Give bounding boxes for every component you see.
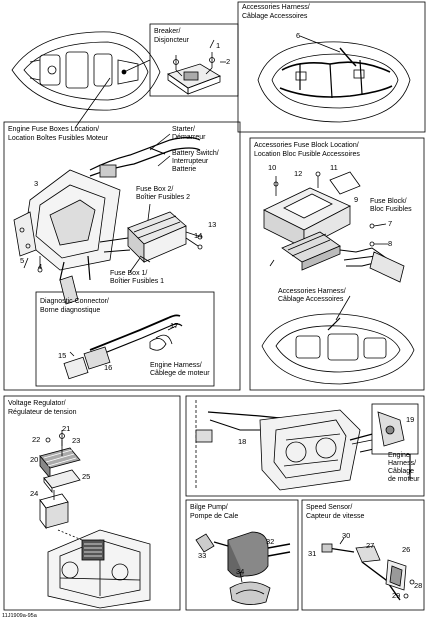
engine-harness-part <box>195 400 419 491</box>
leader-line <box>74 77 111 129</box>
engine-harness-text-3: Câblage <box>388 468 415 475</box>
callout: 32 <box>266 537 275 546</box>
voltage-regulator-part <box>39 430 81 530</box>
fuse-box-part <box>99 211 203 273</box>
callout: 2 <box>226 57 231 66</box>
speed-title: Speed Sensor/ <box>306 504 353 511</box>
fuse-block-label: Fuse Block/ <box>370 198 407 205</box>
engine-harness-text-2: Harness/ <box>388 460 417 467</box>
diagnostic-panel <box>35 291 215 387</box>
accessories-fuse-block-part <box>263 171 405 283</box>
callout: 28 <box>414 581 423 590</box>
callout: 23 <box>72 436 81 445</box>
callout: 30 <box>342 531 351 540</box>
callout: 1 <box>216 41 221 50</box>
callout: 17 <box>170 321 179 330</box>
engine-fuse-assembly <box>13 136 201 305</box>
callout: 5 <box>20 256 25 265</box>
bilge-title-fr: Pompe de Cale <box>190 513 239 520</box>
speed-sensor-part <box>321 537 415 601</box>
voltage-panel <box>3 395 181 611</box>
callout: 16 <box>104 363 113 372</box>
bilge-panel <box>185 499 299 611</box>
starter-label-fr: Démarreur <box>172 134 206 141</box>
figure-code: 11J1909a-95a <box>2 613 37 619</box>
callout: 31 <box>308 549 317 558</box>
engine-block-part <box>47 529 151 609</box>
leader-line <box>123 59 151 73</box>
acc-harness-label-fr: Câblage Accessoires <box>278 296 344 303</box>
callout: 11 <box>330 163 338 172</box>
engine-harness-text-1: Engine <box>388 452 410 459</box>
acc-harness-label: Accessories Harness/ <box>278 288 346 295</box>
callout: 26 <box>402 545 411 554</box>
diagnostic-title: Diagnostic Connector/ <box>40 298 109 305</box>
callout: 10 <box>268 163 277 172</box>
callout: 14 <box>194 231 203 240</box>
leader-line <box>139 133 171 263</box>
acc-fuse-title: Accessories Fuse Block Location/ <box>254 142 359 149</box>
callout: 8 <box>388 239 393 248</box>
callout: 21 <box>62 424 71 433</box>
engine-fuse-title: Engine Fuse Boxes Location/ <box>8 126 100 133</box>
engine-harness-panel <box>185 395 425 497</box>
accessories-harness-boat <box>257 35 411 123</box>
fuse-box-2-label: Fuse Box 2/ <box>136 186 174 193</box>
callout: 12 <box>294 169 303 178</box>
callout: 7 <box>388 219 393 228</box>
accessories-fuse-panel <box>249 137 425 391</box>
callout: 20 <box>30 455 39 464</box>
diagnostic-connector-part <box>63 314 183 380</box>
callout: 24 <box>30 489 39 498</box>
breaker-title: Breaker/ <box>154 28 181 35</box>
callout: 15 <box>58 351 67 360</box>
bilge-pump-part <box>195 531 291 605</box>
callout: 25 <box>82 472 91 481</box>
engine-harness-text-4: de moteur <box>388 476 420 483</box>
breaker-part <box>167 39 226 95</box>
fuse-block-label-fr: Bloc Fusibles <box>370 206 412 213</box>
acc-fuse-title-fr: Location Bloc Fusible Accessoires <box>254 151 360 158</box>
engine-fuse-title-fr: Location Boîtes Fusibles Moteur <box>8 135 108 142</box>
engine-fuse-panel <box>3 121 241 391</box>
acc-harness-title: Accessories Harness/ <box>242 4 310 11</box>
callout: 9 <box>354 195 359 204</box>
battery-switch-label-fr: Interrupteur <box>172 158 209 165</box>
callout: 19 <box>406 415 415 424</box>
callout: 13 <box>208 220 217 229</box>
callout: 33 <box>198 551 207 560</box>
acc-harness-title-fr: Câblage Accessoires <box>242 13 308 20</box>
callout: 34 <box>236 567 245 576</box>
accessories-boat-bottom <box>261 295 415 385</box>
engine-harness-label: Engine Harness/ <box>150 362 202 369</box>
voltage-title: Voltage Regulator/ <box>8 400 66 407</box>
callout: 18 <box>238 437 247 446</box>
callout: 22 <box>32 435 41 444</box>
callout: 27 <box>366 541 375 550</box>
callout: 29 <box>392 591 401 600</box>
breaker-title-fr: Disjoncteur <box>154 37 190 44</box>
speed-panel <box>301 499 425 611</box>
fuse-box-1-label: Fuse Box 1/ <box>110 270 148 277</box>
speed-title-fr: Capteur de vitesse <box>306 513 365 520</box>
boat-top-view <box>11 31 161 111</box>
voltage-title-fr: Régulateur de tension <box>8 409 77 416</box>
battery-switch-label-fr2: Batterie <box>172 166 197 173</box>
starter-label: Starter/ <box>172 126 195 133</box>
battery-switch-label: Battery Switch/ <box>172 150 219 157</box>
accessories-harness-panel <box>237 1 426 133</box>
bilge-title: Bilge Pump/ <box>190 504 228 511</box>
engine-harness-label-fr: Câblege de moteur <box>150 370 210 377</box>
callout: 4 <box>38 262 43 271</box>
diagnostic-title-fr: Borne diagnostique <box>40 307 101 314</box>
callout: 6 <box>296 31 301 40</box>
fuse-box-1-label-fr: Boîtier Fusibles 1 <box>110 278 165 285</box>
callout: 3 <box>34 179 39 188</box>
fuse-box-2-label-fr: Boîtier Fusibles 2 <box>136 194 191 201</box>
